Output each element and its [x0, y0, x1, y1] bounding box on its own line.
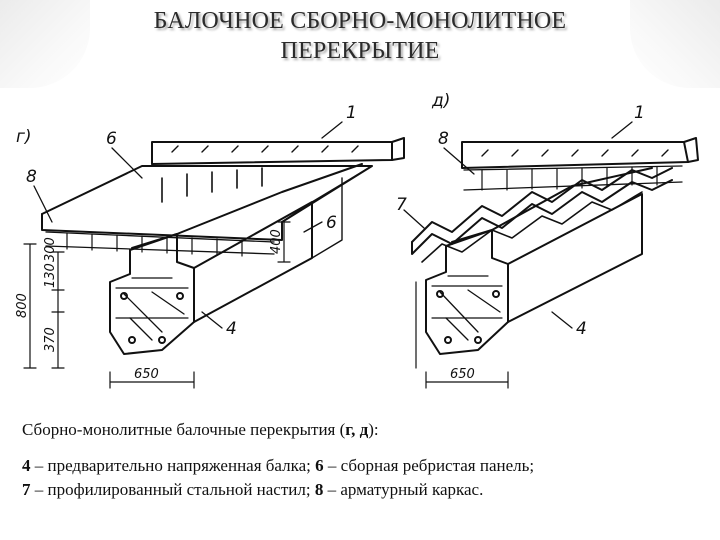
legend-number-4: 4 [22, 456, 31, 475]
callout-4-right: 4 [576, 319, 587, 339]
caption-intro: Сборно-монолитные балочные перекрытия (г… [22, 418, 702, 442]
beam-section-left [109, 233, 195, 355]
title-line-2: ПЕРЕКРЫТИЕ [280, 38, 440, 64]
legend-number-8: 8 [314, 480, 324, 499]
caption-legend-line-2: 7 – профилированный стальной настил; 8 –… [22, 478, 702, 502]
dim-300: 300 [43, 237, 58, 262]
dim-400: 400 [269, 229, 284, 254]
dim-650-left: 650 [134, 367, 159, 382]
caption-intro-bold: г, д [345, 420, 369, 439]
callout-6-left-bottom: 6 [326, 213, 337, 233]
panel-label-right: д) [431, 91, 450, 111]
top-slab-right [461, 141, 689, 169]
caption-legend-line-1: 4 – предварительно напряженная балка; 6 … [22, 454, 702, 478]
caption-intro-text: Сборно-монолитные балочные перекрытия ( [22, 420, 346, 439]
callout-7-right: 7 [396, 195, 407, 215]
panel-label-left: г) [16, 127, 32, 147]
callout-1-right: 1 [634, 103, 645, 123]
dim-800: 800 [15, 293, 30, 318]
beam-section-right [425, 229, 509, 355]
top-slab-left [151, 141, 393, 165]
title-line-1: БАЛОЧНОЕ СБОРНО-МОНОЛИТНОЕ [153, 8, 567, 34]
legend-text-8: – арматурный каркас. [323, 480, 484, 499]
callout-8-right: 8 [438, 129, 449, 149]
callout-8-left: 8 [26, 167, 37, 187]
drawing-left [23, 121, 405, 389]
drawing-svg: г) 1 6 8 6 4 800 130 300 370 400 650 д) … [15, 91, 699, 389]
callout-6-left-top: 6 [106, 129, 117, 149]
technical-drawing: г) 1 6 8 6 4 800 130 300 370 400 650 д) … [12, 82, 708, 408]
drawing-right [403, 121, 699, 389]
legend-number-6: 6 [315, 456, 324, 475]
legend-text-7: – профилированный стальной настил; [30, 480, 315, 499]
legend-number-7: 7 [22, 480, 31, 499]
legend-text-4: – предварительно напряженная балка; [30, 456, 316, 475]
callout-1-left: 1 [346, 103, 357, 123]
legend-text-6: – сборная ребристая панель; [323, 456, 535, 475]
slide-title: БАЛОЧНОЕ СБОРНО-МОНОЛИТНОЕ ПЕРЕКРЫТИЕ [0, 6, 720, 66]
profiled-deck-top [411, 167, 673, 243]
callout-4-left: 4 [226, 319, 237, 339]
caption: Сборно-монолитные балочные перекрытия (г… [22, 418, 702, 502]
dim-130: 130 [43, 263, 58, 288]
dim-650-right: 650 [450, 367, 475, 382]
ribbed-panel-left [41, 165, 373, 223]
caption-intro-end: ): [368, 420, 379, 439]
dim-370: 370 [43, 327, 58, 352]
